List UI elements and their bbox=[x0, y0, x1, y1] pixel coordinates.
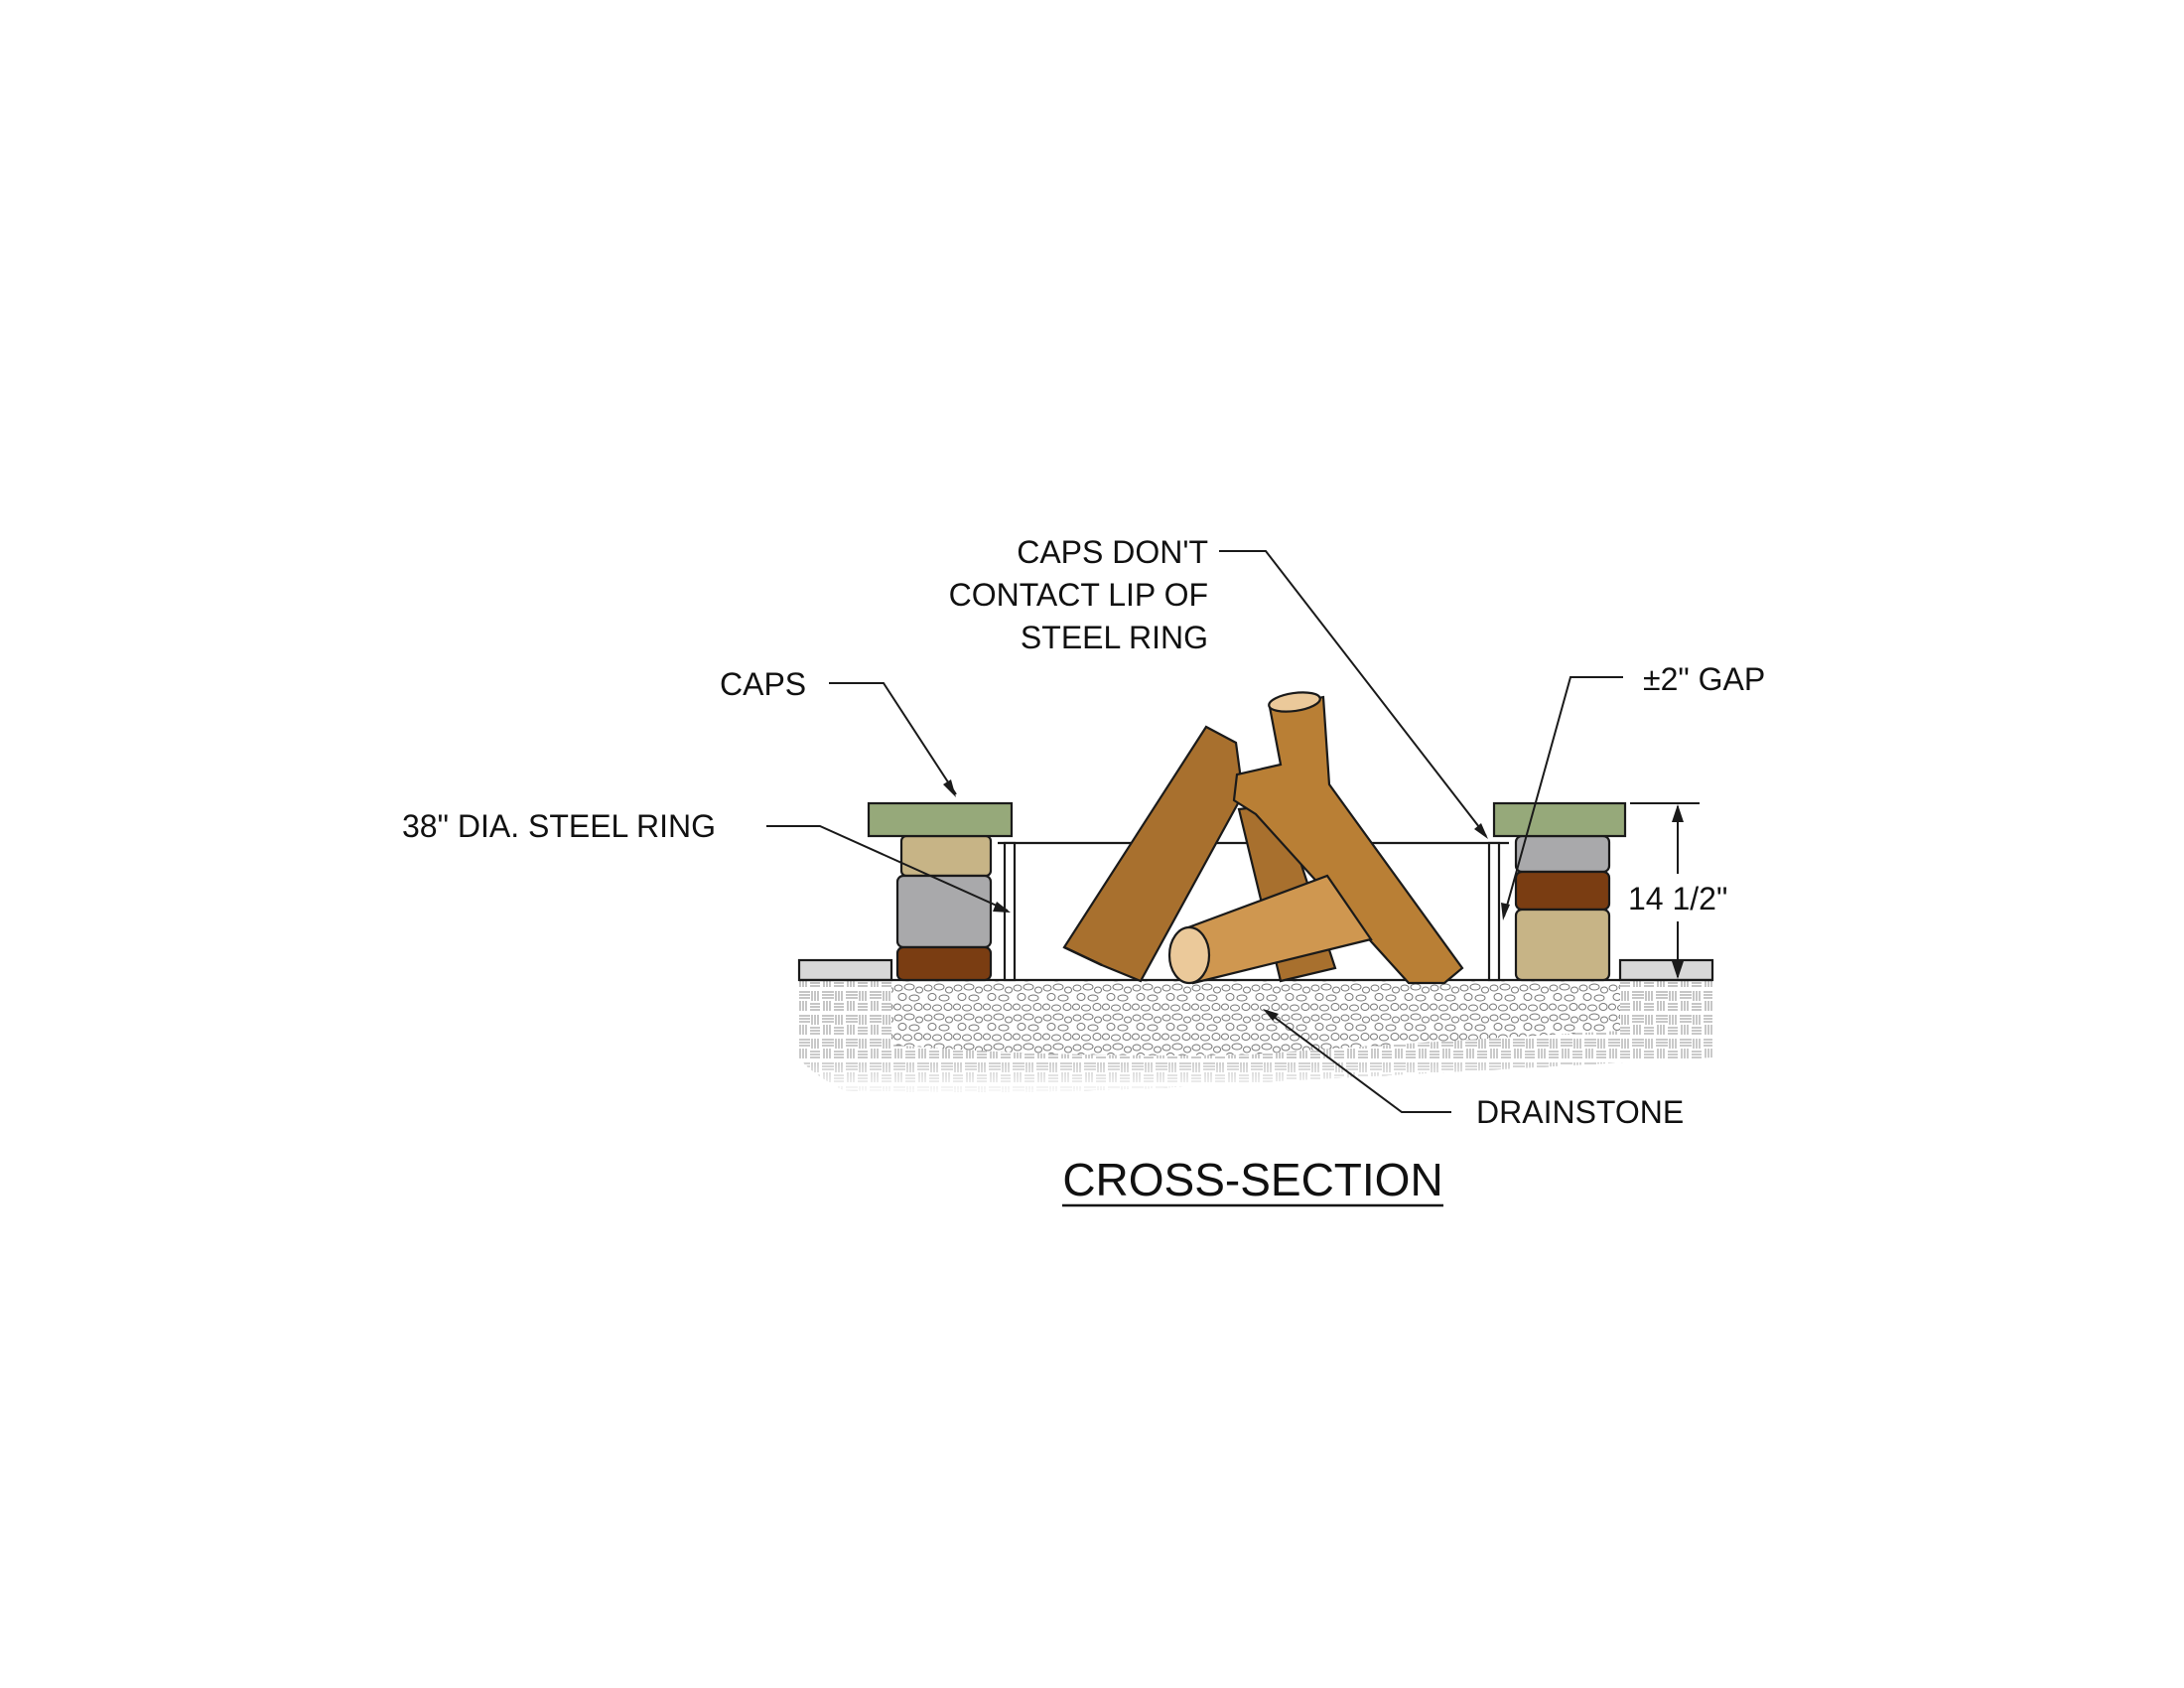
log-right bbox=[1232, 695, 1464, 985]
caps-label: CAPS bbox=[720, 666, 806, 702]
log-front-end bbox=[1167, 925, 1211, 985]
cap-right bbox=[1492, 801, 1627, 838]
caps-note-line2: CONTACT LIP OF bbox=[949, 577, 1208, 613]
stone-brown bbox=[1514, 870, 1611, 912]
height-dimension bbox=[1615, 802, 1700, 981]
dimension-arrow-top bbox=[1672, 804, 1684, 822]
leader-lines bbox=[766, 550, 1623, 1113]
caps-note-line1: CAPS DON'T bbox=[1017, 534, 1208, 570]
diagram-title: CROSS-SECTION bbox=[1062, 1154, 1442, 1205]
drainstone-gravel bbox=[891, 980, 1620, 1055]
steel-ring-arrowhead bbox=[993, 902, 1011, 913]
caps-arrowhead bbox=[943, 779, 956, 797]
grade-left bbox=[797, 958, 893, 982]
right-stone-wall bbox=[1492, 801, 1627, 982]
caps-note-leader bbox=[1219, 550, 1487, 837]
steel-ring-label: 38" DIA. STEEL RING bbox=[402, 808, 716, 844]
log-right-end bbox=[1268, 691, 1321, 713]
caps-note-arrowhead bbox=[1474, 823, 1488, 839]
stone-grey bbox=[1514, 834, 1611, 874]
steel-ring-leader bbox=[766, 825, 1009, 912]
height-label: 14 1/2" bbox=[1628, 881, 1727, 916]
caps-leader bbox=[829, 682, 957, 795]
gap-arrowhead bbox=[1501, 903, 1510, 920]
log-left-end bbox=[1063, 945, 1103, 967]
left-stone-wall bbox=[867, 801, 1014, 982]
dimension-arrow-bottom bbox=[1672, 961, 1684, 979]
stone-grey bbox=[895, 874, 993, 949]
gap-leader bbox=[1503, 676, 1623, 917]
stone-tan bbox=[1514, 908, 1611, 982]
log-stack bbox=[1062, 691, 1464, 985]
drainstone-label: DRAINSTONE bbox=[1476, 1094, 1684, 1130]
grade-right bbox=[1618, 958, 1714, 982]
stone-brown bbox=[895, 945, 993, 982]
cap-left bbox=[867, 801, 1014, 838]
ring-wall-right bbox=[1487, 841, 1501, 982]
drainstone-arrowhead bbox=[1263, 1009, 1279, 1021]
drainstone-leader bbox=[1265, 1010, 1451, 1113]
gap-label: ±2" GAP bbox=[1643, 661, 1765, 697]
caps-note-line3: STEEL RING bbox=[1021, 620, 1208, 655]
